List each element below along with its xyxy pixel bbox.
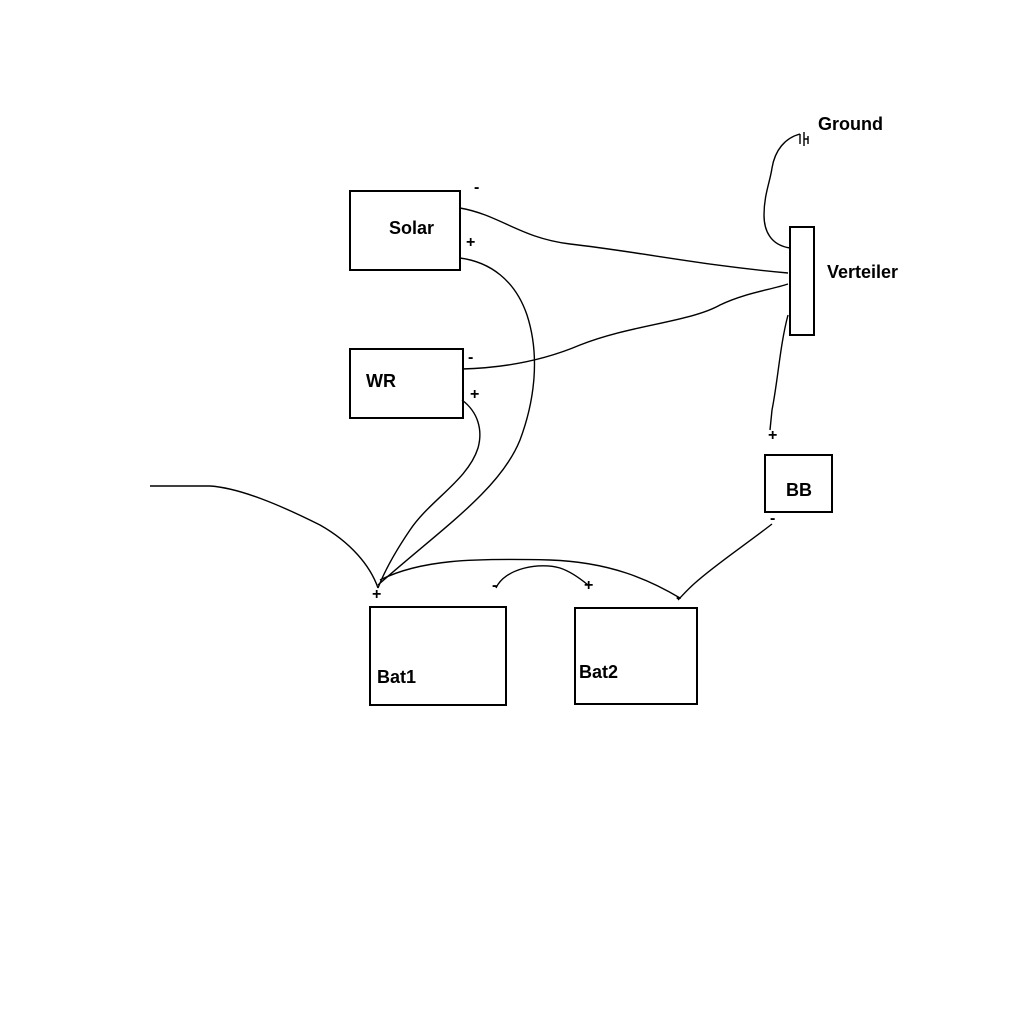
wire-wr-plus-bat1 — [377, 399, 481, 589]
wire-bat1-minus-bat2-plus — [495, 565, 589, 589]
ground-symbol — [799, 132, 809, 146]
solar-label: Solar — [389, 218, 435, 238]
solar-minus-label: - — [474, 179, 480, 196]
wire-verteiler-ground — [763, 133, 801, 249]
bat2-label: Bat2 — [579, 662, 619, 682]
bat1-plus-label: + — [372, 586, 382, 603]
wire-bb-minus-bat2 — [677, 523, 773, 601]
bat2-minus-label: - — [676, 589, 682, 606]
bat2-plus-label: + — [584, 577, 594, 594]
bb-label: BB — [786, 480, 812, 500]
solar-box — [349, 190, 461, 271]
wr-plus-label: + — [470, 386, 480, 403]
wire-wr-minus-verteiler — [461, 283, 789, 370]
wire-verteiler-bb-plus — [769, 314, 789, 431]
wr-minus-label: - — [468, 349, 474, 366]
wr-label: WR — [366, 371, 396, 391]
verteiler-label: Verteiler — [827, 262, 899, 282]
wire-external-bat1 — [150, 485, 379, 589]
ground-label: Ground — [818, 114, 883, 134]
bat1-label: Bat1 — [377, 667, 417, 687]
bb-minus-label: - — [770, 510, 776, 527]
wire-bat1-bat2-arc — [379, 558, 681, 599]
solar-plus-label: + — [466, 234, 476, 251]
verteiler-box — [789, 226, 815, 336]
bb-plus-label: + — [768, 427, 778, 444]
bat2-box — [574, 607, 698, 705]
wire-solar-plus-bat1 — [377, 257, 536, 586]
bat1-minus-label: - — [492, 577, 498, 594]
wr-box — [349, 348, 464, 419]
wire-solar-minus-verteiler — [459, 207, 789, 274]
bat1-box — [369, 606, 507, 706]
bb-box — [764, 454, 833, 513]
